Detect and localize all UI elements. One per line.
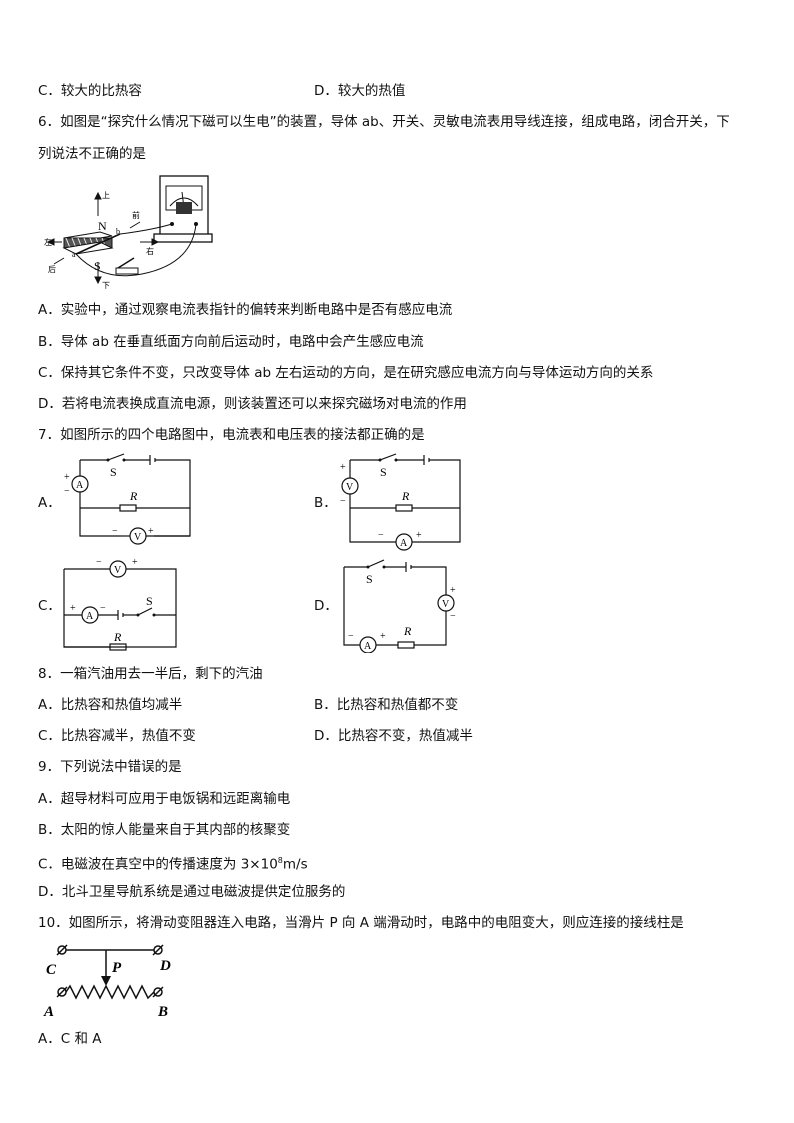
q7-label-c: C．	[38, 598, 61, 614]
north-pole-label: N	[98, 219, 107, 233]
ammeter-minus: −	[64, 486, 70, 497]
q9-option-c: C．电磁波在真空中的传播速度为 3×108m/s	[38, 852, 308, 874]
label-right: 右	[146, 246, 154, 256]
label-back: 后	[48, 264, 56, 274]
label-down: 下	[102, 281, 110, 290]
q7-label-d: D．	[314, 598, 338, 614]
resistor-label: R	[401, 489, 410, 503]
q8-option-b: B．比热容和热值都不变	[314, 697, 459, 713]
resistor-label: R	[113, 630, 122, 644]
resistor-label: R	[403, 624, 412, 638]
q10-option-a: A．C 和 A	[38, 1031, 102, 1047]
ammeter-minus: −	[378, 530, 384, 541]
q6-stem-line1: 6．如图是“探究什么情况下磁可以生电”的装置，导体 ab、开关、灵敏电流表用导线…	[38, 114, 730, 130]
wire-bottom	[75, 223, 197, 277]
conductor-ab	[75, 233, 121, 255]
q9-option-a: A．超导材料可应用于电饭锅和远距离输电	[38, 791, 291, 807]
q7-circuit-a: A V S R + − − +	[64, 453, 191, 545]
terminal-c-label: C	[46, 962, 57, 978]
voltmeter-minus: −	[96, 557, 102, 568]
ammeter-symbol: A	[400, 538, 408, 549]
galvanometer	[153, 175, 213, 243]
switch-label: S	[366, 572, 373, 586]
q6-option-b: B．导体 ab 在垂直纸面方向前后运动时，电路中会产生感应电流	[38, 334, 424, 350]
q9-option-c-unit: m/s	[282, 856, 308, 873]
switch-label: S	[146, 594, 153, 608]
switch	[115, 257, 139, 275]
q7-circuit-c: V A S R − + + −	[63, 557, 177, 651]
q7-circuit-d: V A S R + − − +	[343, 559, 456, 653]
ammeter-plus: +	[380, 631, 386, 642]
terminal-b-label: B	[157, 1004, 168, 1020]
ammeter-plus: +	[64, 472, 70, 483]
voltmeter-minus: −	[340, 496, 346, 507]
terminal-d-label: D	[159, 958, 171, 974]
q8-option-c: C．比热容减半，热值不变	[38, 728, 196, 744]
voltmeter-symbol: V	[346, 482, 354, 493]
q6-option-a: A．实验中，通过观察电流表指针的偏转来判断电路中是否有感应电流	[38, 302, 453, 318]
q6-induction-apparatus-figure: N S a b 上 下 左 右 前 后	[44, 175, 213, 290]
q6-stem-line2: 列说法不正确的是	[38, 146, 146, 162]
ammeter-plus: +	[416, 530, 422, 541]
voltmeter-minus: −	[112, 526, 118, 537]
q5-option-d: D．较大的热值	[314, 83, 406, 99]
south-pole-label: S	[94, 259, 101, 273]
direction-arrows	[46, 191, 160, 285]
q9-option-b: B．太阳的惊人能量来自于其内部的核聚变	[38, 822, 291, 838]
voltmeter-minus: −	[450, 611, 456, 622]
voltmeter-plus: +	[132, 557, 138, 568]
q6-option-c: C．保持其它条件不变，只改变导体 ab 左右运动的方向，是在研究感应电流方向与导…	[38, 365, 654, 381]
q7-label-a: A．	[38, 495, 61, 511]
wire-top	[119, 223, 173, 235]
label-left: 左	[44, 237, 52, 247]
q8-option-d: D．比热容不变，热值减半	[314, 728, 473, 744]
voltmeter-plus: +	[148, 526, 154, 537]
ammeter-symbol: A	[86, 611, 94, 622]
q8-option-a: A．比热容和热值均减半	[38, 697, 183, 713]
q9-stem: 9．下列说法中错误的是	[38, 759, 182, 775]
slider-p-label: P	[112, 960, 122, 976]
q10-rheostat-figure: C D P A B	[43, 944, 171, 1020]
switch-label: S	[380, 465, 387, 479]
resistor-label: R	[129, 489, 138, 503]
q9-option-c-exponent: 8	[277, 856, 283, 865]
ammeter-minus: −	[100, 603, 106, 614]
conductor-end-a: a	[72, 250, 76, 259]
q6-option-d: D．若将电流表换成直流电源，则该装置还可以来探究磁场对电流的作用	[38, 396, 467, 412]
ammeter-plus: +	[70, 603, 76, 614]
voltmeter-plus: +	[340, 462, 346, 473]
q9-option-d: D．北斗卫星导航系统是通过电磁波提供定位服务的	[38, 884, 346, 900]
voltmeter-symbol: V	[114, 565, 122, 576]
ammeter-symbol: A	[76, 480, 84, 491]
label-up: 上	[102, 191, 110, 200]
voltmeter-symbol: V	[134, 532, 142, 543]
q7-circuit-b: V A S R + − − +	[340, 453, 461, 551]
q7-label-b: B．	[314, 495, 337, 511]
q8-stem: 8．一箱汽油用去一半后，剩下的汽油	[38, 666, 263, 682]
conductor-end-b: b	[116, 227, 120, 236]
q5-option-c: C．较大的比热容	[38, 83, 142, 99]
q7-stem: 7．如图所示的四个电路图中，电流表和电压表的接法都正确的是	[38, 427, 425, 443]
ammeter-symbol: A	[364, 641, 372, 652]
terminal-a-label: A	[43, 1004, 54, 1020]
q9-option-c-text: C．电磁波在真空中的传播速度为 3×10	[38, 856, 278, 873]
q10-stem: 10．如图所示，将滑动变阻器连入电路，当滑片 P 向 A 端滑动时，电路中的电阻…	[38, 915, 684, 931]
ammeter-minus: −	[348, 631, 354, 642]
switch-label: S	[110, 465, 117, 479]
voltmeter-plus: +	[450, 585, 456, 596]
voltmeter-symbol: V	[442, 599, 450, 610]
label-front: 前	[132, 210, 140, 220]
